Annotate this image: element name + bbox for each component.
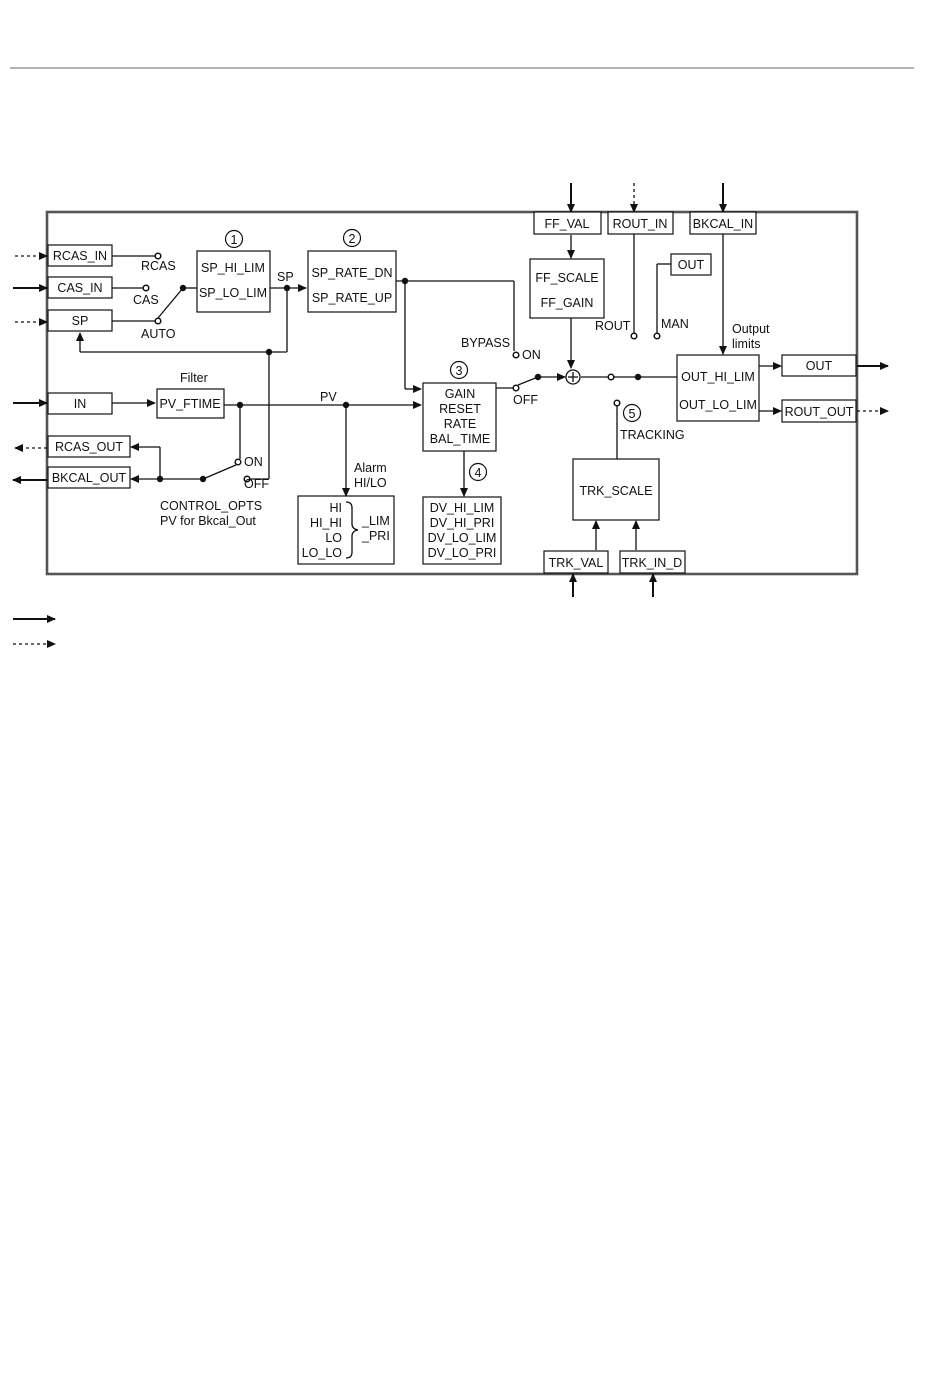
rcas-in-block: RCAS_IN <box>47 244 113 267</box>
svg-text:SP_RATE_UP: SP_RATE_UP <box>312 291 392 305</box>
marker-1: 1 <box>224 229 244 249</box>
block-frame <box>45 210 859 576</box>
rout-label: ROUT <box>595 319 631 333</box>
sp-rate-block: SP_RATE_DN SP_RATE_UP <box>307 250 397 313</box>
alarm-brace <box>345 501 359 559</box>
control-off-label: OFF <box>244 477 269 491</box>
svg-text:IN: IN <box>74 397 87 411</box>
control-on-label: ON <box>244 455 263 469</box>
rcas-out-block: RCAS_OUT <box>47 435 131 458</box>
marker-2: 2 <box>342 228 362 248</box>
bkcal-out-block: BKCAL_OUT <box>47 466 131 489</box>
pv-label: PV <box>320 390 337 404</box>
bypass-off-label: OFF <box>513 393 538 407</box>
svg-text:3: 3 <box>456 364 463 378</box>
rcas-label: RCAS <box>141 259 176 273</box>
svg-text:PV_FTIME: PV_FTIME <box>159 397 220 411</box>
cas-label: CAS <box>133 293 159 307</box>
marker-3: 3 <box>449 360 469 380</box>
svg-text:FF_VAL: FF_VAL <box>545 217 590 231</box>
pv-ftime-block: PV_FTIME <box>156 388 225 419</box>
svg-text:DV_LO_PRI: DV_LO_PRI <box>428 546 497 560</box>
svg-text:HI: HI <box>330 501 343 515</box>
man-label: MAN <box>661 317 689 331</box>
junctions <box>142 252 661 483</box>
in-block: IN <box>47 392 113 415</box>
trk-val-block: TRK_VAL <box>543 550 609 574</box>
out-block: OUT <box>781 354 857 377</box>
limits-label: limits <box>732 337 760 351</box>
svg-text:GAIN: GAIN <box>445 387 476 401</box>
svg-text:_PRI: _PRI <box>361 529 390 543</box>
summing-junction <box>565 369 581 385</box>
trk-in-d-block: TRK_IN_D <box>619 550 686 574</box>
svg-text:TRK_VAL: TRK_VAL <box>549 556 604 570</box>
svg-text:TRK_SCALE: TRK_SCALE <box>580 484 653 498</box>
output-label: Output <box>732 322 770 336</box>
pid-block: GAIN RESET RATE BAL_TIME <box>422 382 497 452</box>
svg-text:TRK_IN_D: TRK_IN_D <box>622 556 682 570</box>
trk-scale-block: TRK_SCALE <box>572 458 660 521</box>
svg-text:SP_RATE_DN: SP_RATE_DN <box>311 266 392 280</box>
svg-text:OUT_LO_LIM: OUT_LO_LIM <box>679 398 757 412</box>
sp-label: SP <box>277 270 294 284</box>
sp-block: SP <box>47 309 113 332</box>
svg-text:SP: SP <box>72 314 89 328</box>
alarm-hilo-label: HI/LO <box>354 476 387 490</box>
svg-text:4: 4 <box>475 466 482 480</box>
svg-text:FF_GAIN: FF_GAIN <box>541 296 594 310</box>
ff-val-block: FF_VAL <box>533 211 602 235</box>
filter-label: Filter <box>180 371 208 385</box>
svg-text:ROUT_OUT: ROUT_OUT <box>785 405 854 419</box>
marker-5: 5 <box>622 403 642 423</box>
tracking-label: TRACKING <box>620 428 685 442</box>
svg-text:OUT: OUT <box>806 359 833 373</box>
auto-label: AUTO <box>141 327 176 341</box>
pv-for-bkcal-label: PV for Bkcal_Out <box>160 514 256 528</box>
out-limits-block: OUT_HI_LIM OUT_LO_LIM <box>676 354 760 422</box>
cas-in-block: CAS_IN <box>47 276 113 299</box>
control-opts-label: CONTROL_OPTS <box>160 499 262 513</box>
alarm-label: Alarm <box>354 461 387 475</box>
svg-text:DV_LO_LIM: DV_LO_LIM <box>428 531 497 545</box>
svg-text:LO: LO <box>325 531 342 545</box>
svg-text:RCAS_OUT: RCAS_OUT <box>55 440 123 454</box>
bypass-label: BYPASS <box>461 336 510 350</box>
svg-text:5: 5 <box>629 407 636 421</box>
bypass-on-label: ON <box>522 348 541 362</box>
svg-text:2: 2 <box>349 232 356 246</box>
svg-text:OUT: OUT <box>678 258 705 272</box>
svg-text:SP_LO_LIM: SP_LO_LIM <box>199 286 267 300</box>
svg-text:_LIM: _LIM <box>361 514 390 528</box>
sp-limits-block: SP_HI_LIM SP_LO_LIM <box>196 250 271 313</box>
svg-text:1: 1 <box>231 233 238 247</box>
svg-text:RATE: RATE <box>444 417 476 431</box>
svg-text:RCAS_IN: RCAS_IN <box>53 249 107 263</box>
svg-text:OUT_HI_LIM: OUT_HI_LIM <box>681 370 755 384</box>
svg-text:DV_HI_LIM: DV_HI_LIM <box>430 501 495 515</box>
bkcal-in-block: BKCAL_IN <box>689 211 757 235</box>
svg-text:BKCAL_OUT: BKCAL_OUT <box>52 471 127 485</box>
out-mode-block: OUT <box>670 253 712 276</box>
svg-text:RESET: RESET <box>439 402 481 416</box>
ff-scale-block: FF_SCALE FF_GAIN <box>529 258 605 319</box>
svg-text:BAL_TIME: BAL_TIME <box>430 432 490 446</box>
rout-out-block: ROUT_OUT <box>781 399 857 423</box>
alarm-block: HI HI_HI LO LO_LO _LIM _PRI <box>297 495 395 565</box>
svg-text:FF_SCALE: FF_SCALE <box>535 271 598 285</box>
svg-text:DV_HI_PRI: DV_HI_PRI <box>430 516 495 530</box>
svg-text:SP_HI_LIM: SP_HI_LIM <box>201 261 265 275</box>
wires <box>12 183 889 648</box>
rout-in-block: ROUT_IN <box>607 211 674 235</box>
svg-text:ROUT_IN: ROUT_IN <box>613 217 668 231</box>
svg-text:BKCAL_IN: BKCAL_IN <box>693 217 753 231</box>
svg-text:HI_HI: HI_HI <box>310 516 342 530</box>
svg-text:LO_LO: LO_LO <box>302 546 343 560</box>
svg-text:CAS_IN: CAS_IN <box>57 281 102 295</box>
marker-4: 4 <box>468 462 488 482</box>
dv-alarm-block: DV_HI_LIM DV_HI_PRI DV_LO_LIM DV_LO_PRI <box>422 496 502 565</box>
